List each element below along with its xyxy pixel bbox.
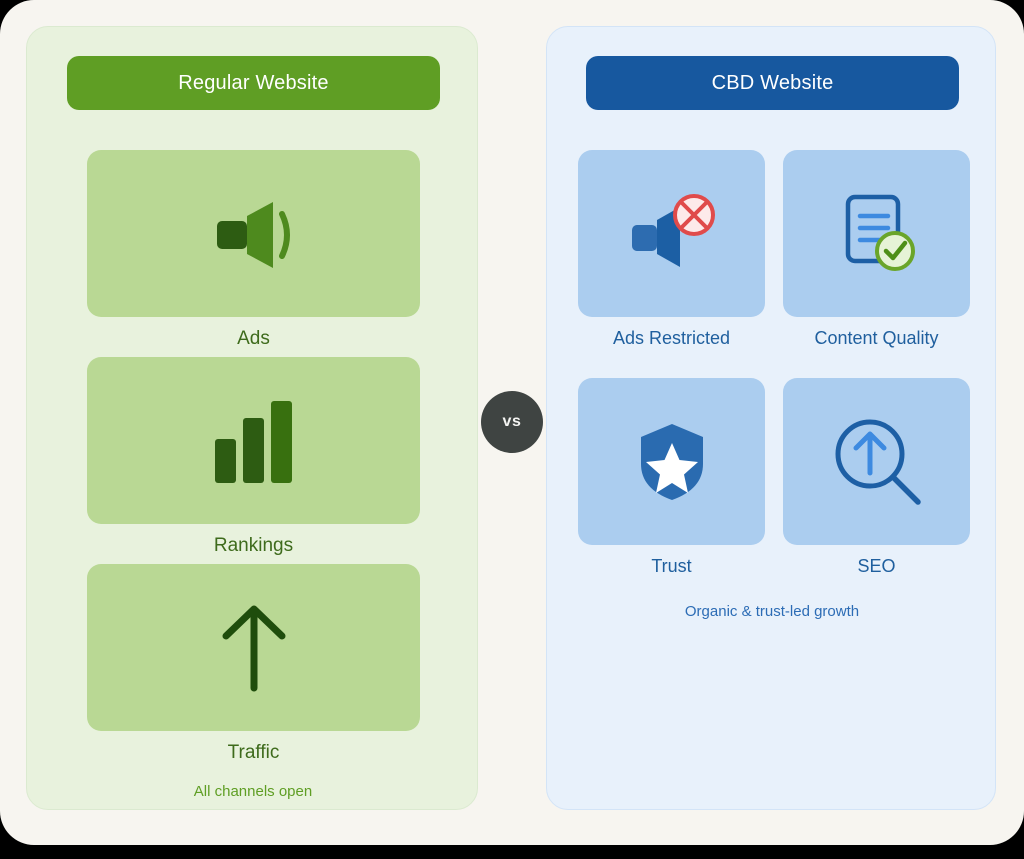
right-label-seo: SEO	[857, 556, 896, 576]
left-label-traffic: Traffic	[227, 742, 280, 763]
right-card-content-quality[interactable]: Content Quality	[783, 150, 970, 349]
right-label-trust: Trust	[651, 556, 692, 576]
magnifier-arrow-up-icon	[831, 417, 923, 507]
left-label-ads: Ads	[237, 328, 270, 349]
right-tile-seo	[783, 378, 970, 545]
right-label-ads-restricted: Ads Restricted	[612, 328, 731, 348]
right-tile-ads-restricted	[578, 150, 765, 317]
vs-badge: vs	[481, 391, 543, 453]
left-panel-footer: All channels open	[193, 783, 313, 800]
right-label-content-quality: Content Quality	[814, 328, 939, 348]
left-card-ads[interactable]: Ads	[87, 150, 420, 350]
right-card-seo[interactable]: SEO	[783, 378, 970, 577]
bar-chart-icon	[213, 399, 295, 483]
megaphone-icon	[211, 194, 297, 274]
regular-website-title: Regular Website	[67, 56, 440, 110]
left-label-rankings: Rankings	[213, 535, 294, 556]
right-card-trust[interactable]: Trust	[578, 378, 765, 577]
right-tile-trust	[578, 378, 765, 545]
regular-website-panel: Regular Website Ads	[26, 26, 478, 810]
left-tile-rankings	[87, 357, 420, 524]
left-tile-traffic	[87, 564, 420, 731]
left-tile-ads	[87, 150, 420, 317]
cbd-website-panel: CBD Website Ads Restricted	[546, 26, 996, 810]
right-tile-content-quality	[783, 150, 970, 317]
document-check-icon	[834, 191, 920, 277]
left-card-rankings[interactable]: Rankings	[87, 357, 420, 557]
cbd-website-title: CBD Website	[586, 56, 959, 110]
right-panel-footer: Organic & trust-led growth	[684, 603, 860, 620]
left-card-traffic[interactable]: Traffic	[87, 564, 420, 764]
vs-badge-label: vs	[502, 413, 522, 430]
shield-star-icon	[638, 421, 706, 503]
right-card-ads-restricted[interactable]: Ads Restricted	[578, 150, 765, 349]
megaphone-blocked-icon	[626, 193, 718, 275]
arrow-up-icon	[218, 604, 290, 692]
